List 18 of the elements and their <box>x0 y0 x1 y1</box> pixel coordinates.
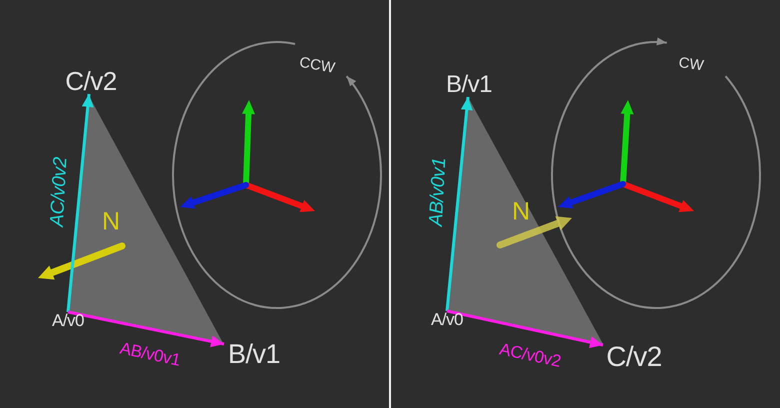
vector-arrow <box>446 96 473 312</box>
rotation-label: CW <box>677 55 705 75</box>
vertex-label: A/v0 <box>50 312 86 332</box>
edge-label: AC/v0v2 <box>498 340 562 372</box>
vertex-label: B/v1 <box>444 68 494 97</box>
vector-arrow <box>66 94 94 312</box>
vector-arrow <box>446 310 604 348</box>
vertex-label: C/v2 <box>64 66 118 94</box>
edge-label: AB/v0v1 <box>426 157 452 227</box>
normal-label: N <box>512 198 530 226</box>
edge-label: AB/v0v1 <box>118 340 182 370</box>
normal-label: N <box>102 208 120 236</box>
vector-arrow <box>68 310 224 348</box>
vertex-label: B/v1 <box>224 338 284 370</box>
rotation-label: CCW <box>298 54 336 78</box>
vertex-label: C/v2 <box>603 340 665 374</box>
edge-label: AC/v0v2 <box>48 156 72 228</box>
vertex-label: A/v0 <box>429 311 465 331</box>
